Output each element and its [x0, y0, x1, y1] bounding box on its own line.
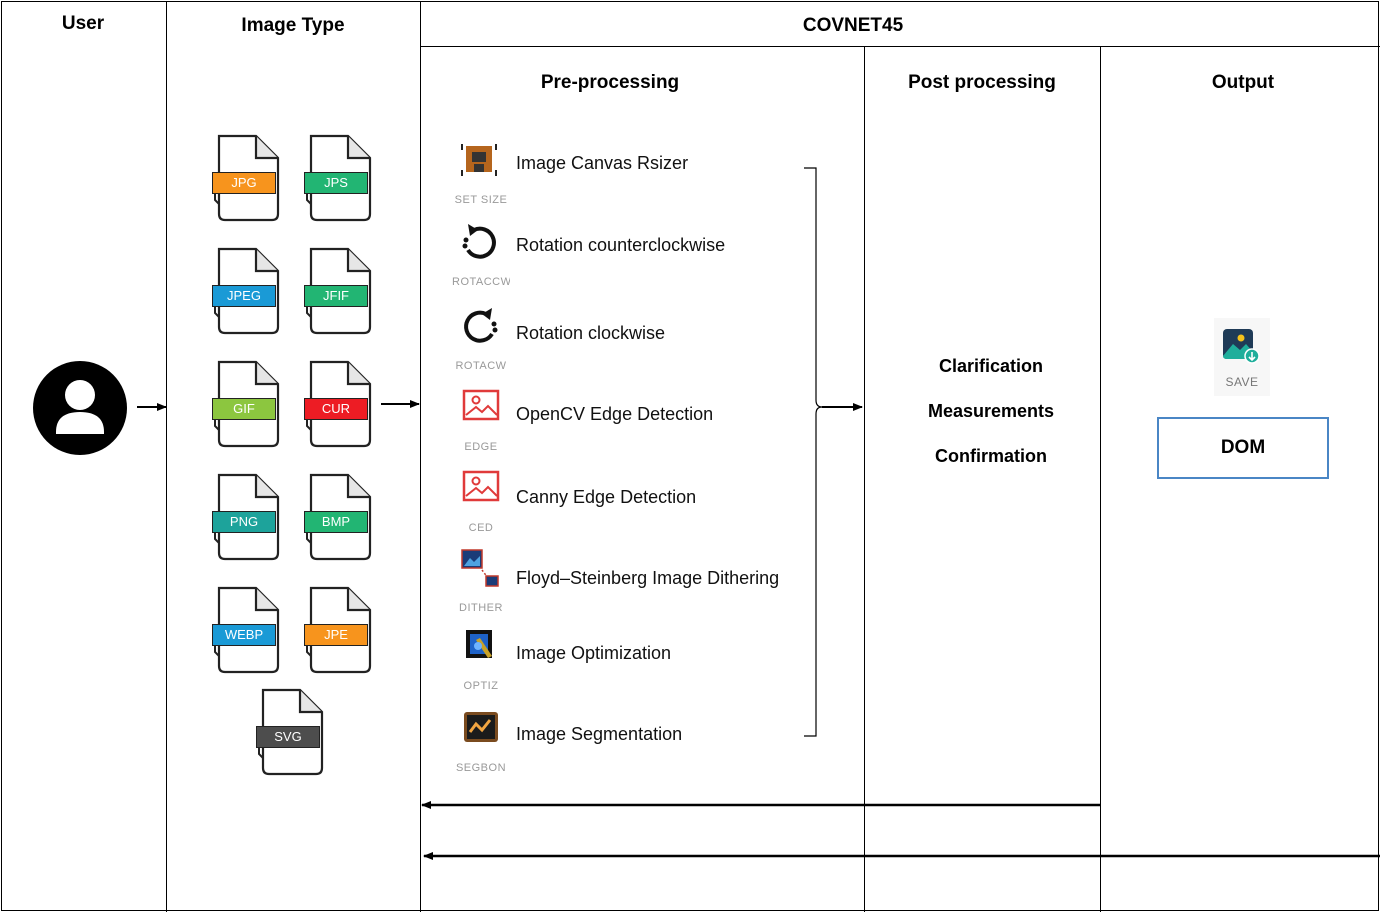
step-caption: SET SIZE — [454, 194, 508, 206]
file-type-icon: CUR — [304, 360, 376, 450]
step-caption: EDGE — [464, 441, 498, 453]
preprocessing-step: OPTIZ Image Optimization — [452, 626, 812, 698]
file-type-icon: JPE — [304, 586, 376, 676]
header-output: Output — [1211, 72, 1275, 93]
optimize-icon — [452, 626, 510, 678]
lane-divider — [1100, 46, 1101, 912]
file-type-label: PNG — [212, 511, 276, 533]
dom-box: DOM — [1157, 417, 1329, 479]
preprocessing-step: CED Canny Edge Detection — [452, 468, 812, 540]
file-type-icon: JPG — [212, 134, 284, 224]
file-type-label: JPEG — [212, 285, 276, 307]
step-caption: SEGBON — [455, 762, 507, 774]
header-image-type: Image Type — [241, 15, 345, 36]
resize-icon — [452, 140, 510, 192]
covnet-header-divider — [420, 46, 1380, 47]
rotate-cw-icon — [452, 306, 510, 358]
step-label: Image Optimization — [516, 643, 672, 663]
step-label: OpenCV Edge Detection — [516, 404, 714, 424]
step-caption: DITHER — [459, 602, 503, 614]
step-label: Canny Edge Detection — [516, 487, 697, 507]
file-type-icon: BMP — [304, 473, 376, 563]
post-item-clarification: Clarification — [938, 356, 1044, 376]
preprocessing-step: DITHER Floyd–Steinberg Image Dithering — [452, 548, 812, 620]
file-type-label: GIF — [212, 398, 276, 420]
preprocessing-step: SEGBON Image Segmentation — [452, 708, 812, 780]
file-type-icon: JPEG — [212, 247, 284, 337]
lane-divider — [864, 46, 865, 912]
file-type-label: JPS — [304, 172, 368, 194]
file-type-icon: JFIF — [304, 247, 376, 337]
save-icon-tile[interactable]: SAVE — [1214, 318, 1270, 396]
step-label: Image Segmentation — [516, 724, 683, 744]
step-caption: OPTIZ — [463, 680, 499, 692]
file-type-label: JFIF — [304, 285, 368, 307]
image-edge-icon — [452, 468, 510, 520]
image-edge-icon — [452, 387, 510, 439]
file-type-label: JPG — [212, 172, 276, 194]
preprocessing-step: EDGE OpenCV Edge Detection — [452, 387, 812, 459]
post-item-confirmation: Confirmation — [935, 446, 1047, 466]
save-caption: SAVE — [1225, 375, 1259, 389]
preprocessing-step: ROTACW Rotation clockwise — [452, 306, 812, 378]
step-label: Rotation counterclockwise — [516, 235, 726, 255]
preprocessing-step: ROTACCW Rotation counterclockwise — [452, 222, 812, 294]
preprocessing-step: SET SIZE Image Canvas Rsizer — [452, 140, 812, 212]
dom-label: DOM — [1220, 437, 1266, 458]
step-caption: ROTACCW — [452, 276, 510, 288]
step-label: Floyd–Steinberg Image Dithering — [516, 568, 780, 588]
file-type-label: JPE — [304, 624, 368, 646]
file-type-icon: SVG — [256, 688, 328, 778]
file-type-label: WEBP — [212, 624, 276, 646]
step-caption: CED — [468, 522, 494, 534]
dither-icon — [452, 548, 510, 600]
lane-divider — [166, 2, 167, 912]
header-user: User — [61, 13, 105, 34]
rotate-ccw-icon — [452, 222, 510, 274]
lane-divider — [420, 2, 421, 912]
header-covnet: COVNET45 — [802, 15, 904, 36]
save-image-icon — [1223, 329, 1260, 364]
file-type-icon: WEBP — [212, 586, 284, 676]
header-postprocessing: Post processing — [908, 72, 1056, 93]
file-type-icon: JPS — [304, 134, 376, 224]
step-label: Rotation clockwise — [516, 323, 666, 343]
segment-icon — [452, 708, 510, 760]
user-avatar-icon — [32, 360, 128, 456]
file-type-icon: PNG — [212, 473, 284, 563]
header-preprocessing: Pre-processing — [540, 72, 680, 93]
file-type-label: BMP — [304, 511, 368, 533]
file-type-label: SVG — [256, 726, 320, 748]
post-item-measurements: Measurements — [927, 401, 1055, 421]
step-label: Image Canvas Rsizer — [516, 153, 689, 173]
step-caption: ROTACW — [455, 360, 507, 372]
file-type-label: CUR — [304, 398, 368, 420]
file-type-icon: GIF — [212, 360, 284, 450]
